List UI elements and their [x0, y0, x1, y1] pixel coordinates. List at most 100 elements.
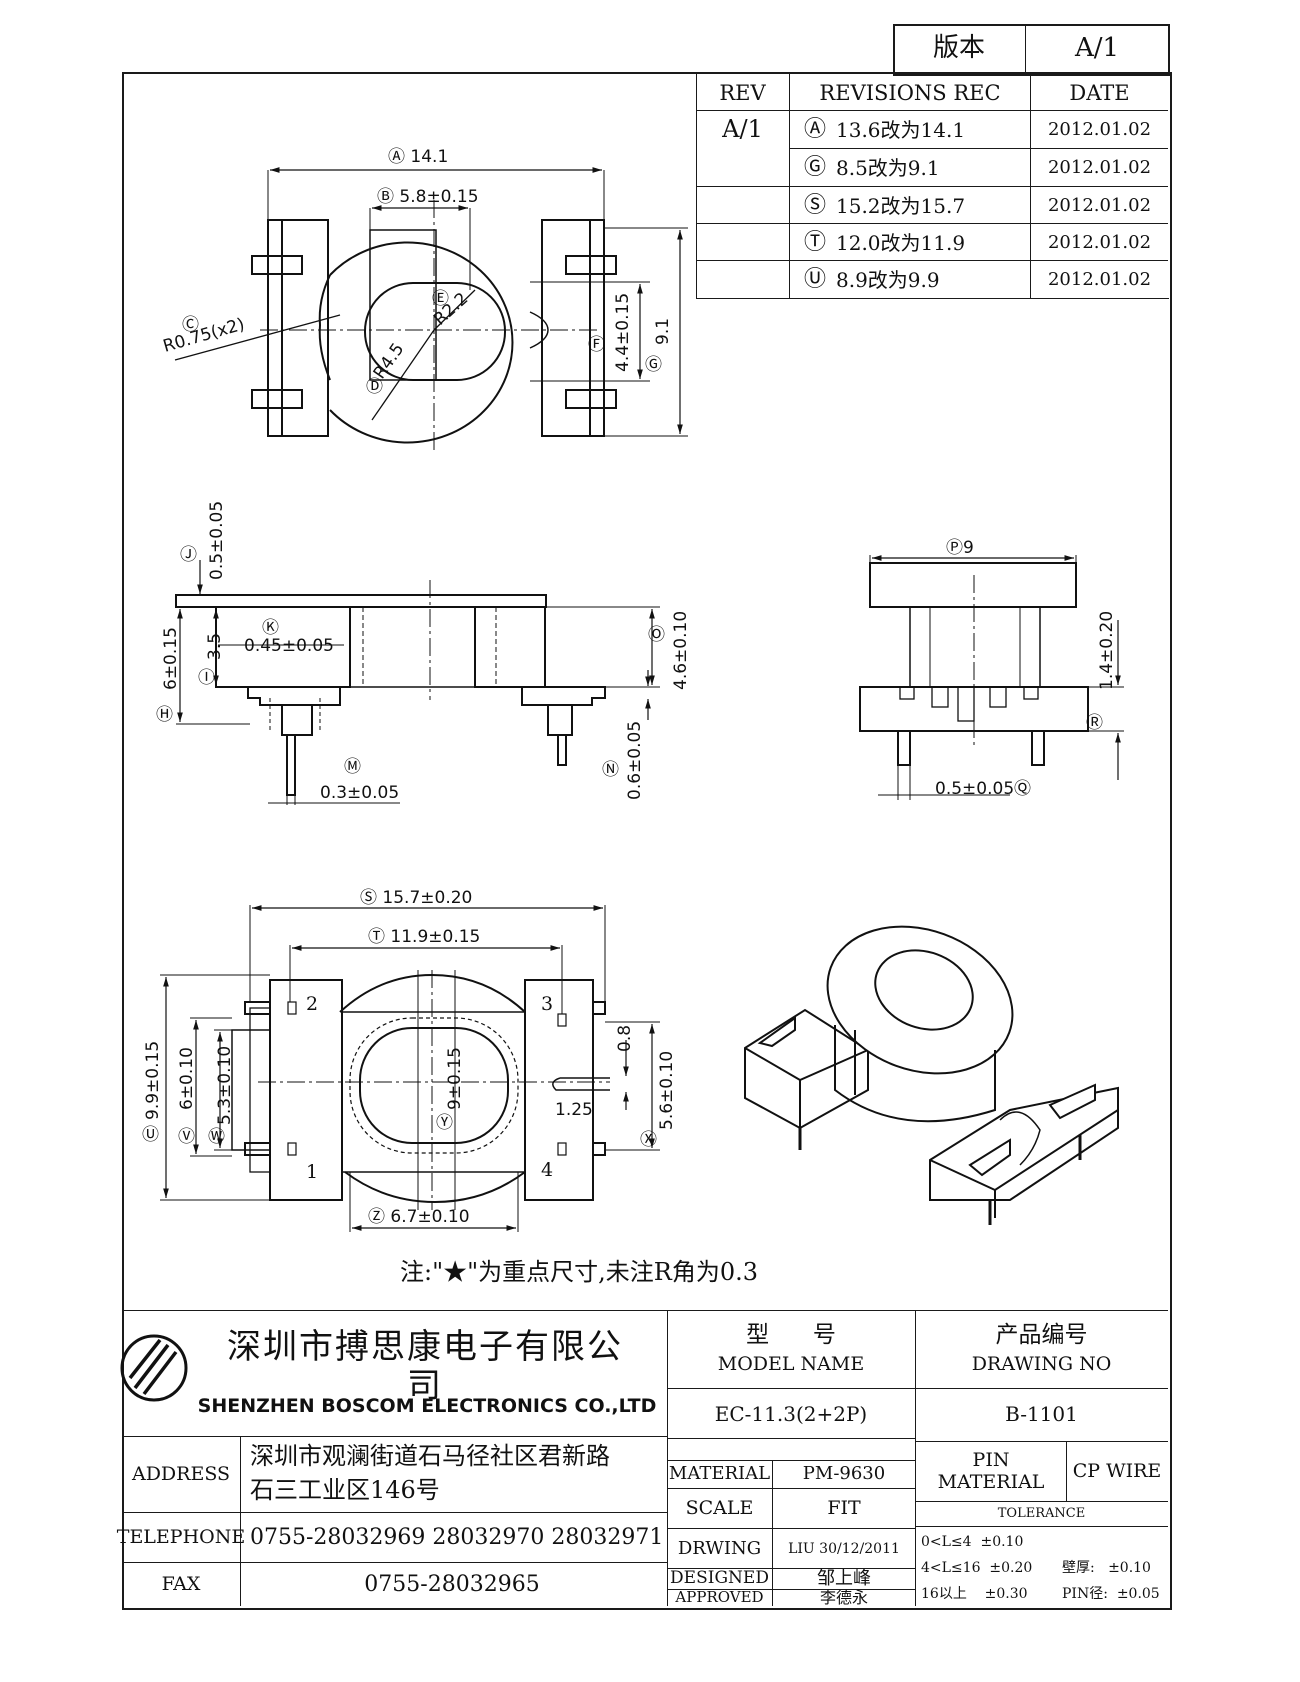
end-pin-right: [1031, 730, 1045, 766]
pin-3-stub: [592, 1001, 606, 1015]
rec-header: REVISIONS REC: [819, 80, 1001, 105]
dim-j-mark: Ⓙ: [180, 545, 197, 565]
pin-3-label: 3: [541, 993, 553, 1015]
dim-v-mark: Ⓥ: [178, 1127, 195, 1147]
top-view: [174, 167, 688, 450]
dim-a-label: Ⓐ 14.1: [388, 147, 448, 167]
revision-date: 2012.01.02: [1047, 118, 1152, 140]
dim-o-label: 4.6±0.10: [671, 611, 691, 690]
dim-p-label: Ⓟ9: [946, 538, 974, 558]
drawing-label: DRWING: [677, 1537, 762, 1559]
rev-header: REV: [719, 80, 766, 105]
end-view: [859, 555, 1124, 800]
approved-label: APPROVED: [675, 1588, 764, 1607]
scale-label: SCALE: [685, 1497, 754, 1520]
dim-y-mark: Ⓨ: [436, 1113, 453, 1133]
version-label: 版本: [932, 33, 985, 64]
pin-bottom-left: [251, 389, 303, 409]
tolerance-2: 4<L≤16 ±0.20: [921, 1559, 1033, 1576]
side-pin-left: [286, 734, 296, 796]
revision-date: 2012.01.02: [1047, 194, 1152, 216]
dim-d-mark: Ⓓ: [366, 377, 383, 397]
dim-m-label: 0.3±0.05: [320, 783, 399, 803]
dim-c-mark: Ⓒ: [182, 315, 199, 335]
dim-m-mark: Ⓜ: [344, 757, 361, 777]
dim-f-label: 4.4±0.15: [613, 293, 633, 372]
revision-mark: Ⓐ: [803, 117, 826, 143]
fax-value: 0755-28032965: [364, 1572, 540, 1598]
date-header: DATE: [1069, 80, 1130, 105]
model-name-en: MODEL NAME: [717, 1353, 865, 1376]
dim-x-label: 5.6±0.10: [657, 1051, 677, 1130]
dim-w-label: 5.3±0.10: [215, 1046, 235, 1125]
address-label: ADDRESS: [131, 1463, 231, 1486]
model-value: EC-11.3(2+2P): [714, 1401, 868, 1426]
dim-n-label: 0.6±0.05: [625, 721, 645, 800]
designed-label: DESIGNED: [670, 1568, 769, 1589]
tolerance-pin: PIN径: ±0.05: [1062, 1585, 1160, 1602]
dim-v-label: 6±0.10: [177, 1047, 197, 1110]
dim-h-label: 6±0.15: [161, 627, 181, 690]
pin-4-stub: [592, 1142, 606, 1156]
material-value: PM-9630: [802, 1462, 886, 1484]
dim-o-mark: Ⓞ: [648, 625, 665, 645]
revision-mark: Ⓤ: [803, 267, 826, 293]
tolerance-3: 16以上 ±0.30: [921, 1585, 1028, 1602]
revision-date: 2012.01.02: [1047, 268, 1152, 290]
drawing-note: 注:"★"为重点尺寸,未注R角为0.3: [400, 1258, 759, 1287]
bottom-window: [359, 1027, 509, 1144]
fax-label: FAX: [161, 1573, 201, 1596]
drawing-no-value: B-1101: [1005, 1401, 1078, 1426]
revision-mark: Ⓣ: [803, 230, 826, 256]
approved-by: 李德永: [819, 1587, 868, 1607]
pin-top-right: [565, 255, 617, 275]
dim-k-label: 0.45±0.05: [244, 636, 334, 656]
dim-g-label: 9.1: [653, 318, 673, 345]
designed-by: 邹上峰: [817, 1567, 871, 1589]
dim-t-label: Ⓣ 11.9±0.15: [368, 927, 480, 947]
end-flange: [869, 562, 1077, 608]
revision-text: 12.0改为11.9: [836, 230, 966, 255]
dim-i-label: 3.5: [205, 633, 225, 660]
boscom-logo: [120, 1334, 188, 1402]
revision-mark: Ⓖ: [803, 155, 826, 181]
dim-y-label: 9±0.15: [445, 1047, 465, 1110]
dim-z-label: Ⓩ 6.7±0.10: [368, 1207, 470, 1227]
dim-k-mark: Ⓚ: [262, 618, 279, 638]
revision-text: 8.9改为9.9: [836, 267, 940, 292]
dim-125-label: 1.25: [555, 1100, 593, 1120]
dim-c-label: R0.75(x2): [161, 314, 247, 356]
pin-bottom-right: [565, 389, 617, 409]
telephone-value: 0755-28032969 28032970 28032971: [250, 1525, 664, 1551]
dim-e-mark: Ⓔ: [432, 289, 449, 309]
iso-window: [874, 949, 974, 1031]
revision-mark: Ⓢ: [803, 193, 826, 219]
company-name-en: SHENZHEN BOSCOM ELECTRONICS CO.,LTD: [197, 1395, 657, 1418]
drawing-no-cn: 产品编号: [995, 1321, 1088, 1348]
dim-b-label: Ⓑ 5.8±0.15: [377, 187, 479, 207]
drawing-by: LIU 30/12/2011: [788, 1540, 900, 1557]
top-flange: [175, 594, 547, 608]
isometric-view: [744, 925, 1119, 1225]
material-label-text: MATERIAL: [668, 1462, 771, 1484]
version-value: A/1: [1074, 33, 1120, 64]
drawing-no-en: DRAWING NO: [971, 1353, 1112, 1376]
pin-2-stub: [244, 1001, 271, 1015]
dim-u-label: 9.9±0.15: [143, 1041, 163, 1120]
drawing-frame: [122, 72, 1172, 1610]
telephone-label: TELEPHONE: [116, 1526, 246, 1549]
revision-text: 13.6改为14.1: [836, 117, 966, 142]
scale-value: FIT: [827, 1497, 861, 1520]
revision-text: 15.2改为15.7: [836, 193, 966, 218]
dim-n-mark: Ⓝ: [602, 760, 619, 780]
pin-material-label: PIN MATERIAL: [937, 1449, 1045, 1493]
pin-material-value: CP WIRE: [1072, 1460, 1162, 1483]
dim-s-label: Ⓢ 15.7±0.20: [360, 888, 472, 908]
tolerance-wall: 壁厚: ±0.10: [1062, 1559, 1151, 1576]
company-name-cn: 深圳市搏思康电子有限公司: [227, 1326, 623, 1406]
dim-u-mark: Ⓤ: [142, 1125, 159, 1145]
pin-1-stub: [244, 1142, 271, 1156]
model-name-cn: 型 号: [746, 1321, 836, 1348]
dim-q-label: 0.5±0.05: [935, 779, 1014, 799]
